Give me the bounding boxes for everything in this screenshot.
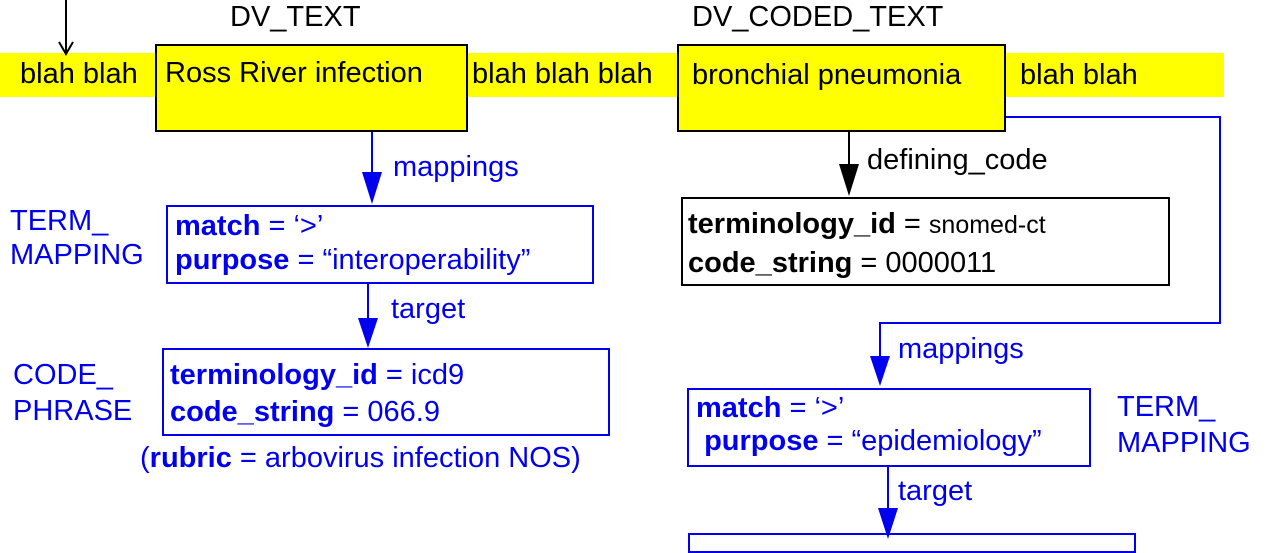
defining-terminology-eq: = (895, 208, 929, 240)
dv-text-value: Ross River infection (165, 57, 423, 89)
term-mapping-left-purpose-row: purpose = “interoperability” (175, 243, 530, 277)
defining-code-box (681, 197, 1170, 286)
target-right-box-partial (688, 533, 1136, 553)
term-mapping-left-box (166, 205, 594, 284)
defining-code-code-row: code_string = 0000011 (688, 244, 1046, 282)
rubric-value: = arbovirus infection NOS) (231, 442, 581, 474)
code-phrase-left-line-1: CODE_ (13, 359, 113, 391)
defining-terminology-id-value: snomed-ct (928, 211, 1046, 239)
code-string-value: = 066.9 (334, 396, 440, 428)
code-phrase-left-box (162, 348, 610, 436)
connector-arrows (58, 0, 1221, 539)
purpose-value: = “interoperability” (289, 244, 531, 276)
target-right-label: target (898, 475, 973, 507)
code-phrase-left-line-2: PHRASE (13, 395, 133, 427)
right-match-value: = ‘>’ (781, 392, 845, 424)
defining-code-string-value: = 0000011 (852, 247, 997, 279)
dv-coded-text-value: bronchial pneumonia (692, 59, 962, 91)
rubric-open: ( (140, 442, 150, 474)
dv-coded-text-type-label: DV_CODED_TEXT (692, 1, 944, 33)
term-mapping-right-line-1: TERM_ (1117, 391, 1216, 423)
mappings-left-label: mappings (393, 151, 519, 183)
term-mapping-left-label: TERM_ MAPPING (10, 204, 144, 272)
mappings-right-label: mappings (898, 333, 1024, 365)
match-key: match (175, 210, 261, 242)
term-mapping-right-content: match = ‘>’ purpose = “epidemiology” (696, 392, 1042, 458)
defining-terminology-id-key: terminology_id (688, 208, 896, 240)
code-string-key: code_string (170, 396, 335, 428)
purpose-key: purpose (175, 244, 290, 276)
dv-coded-text-box (677, 44, 1006, 132)
match-value: = ‘>’ (260, 210, 324, 242)
terminology-id-value: = icd9 (377, 359, 465, 391)
rubric-note: (rubric = arbovirus infection NOS) (140, 444, 581, 473)
target-right-arrowhead (878, 508, 898, 539)
mappings-left-arrowhead (362, 172, 382, 204)
right-purpose-value: = “epidemiology” (818, 425, 1042, 457)
term-mapping-right-purpose-row: purpose = “epidemiology” (696, 425, 1042, 458)
code-phrase-left-label: CODE_ PHRASE (13, 357, 132, 429)
term-mapping-right-line-2: MAPPING (1117, 427, 1251, 459)
narrative-segment-2: blah blah blah (472, 58, 653, 90)
rubric-key: rubric (149, 442, 232, 474)
term-mapping-left-line-1: TERM_ (10, 205, 109, 237)
narrative-segment-3: blah blah (1020, 59, 1138, 91)
term-mapping-left-line-2: MAPPING (10, 239, 144, 271)
code-phrase-left-terminology-row: terminology_id = icd9 (170, 357, 464, 394)
mappings-right-route (879, 116, 1221, 362)
term-mapping-right-box (687, 388, 1091, 467)
dv-text-type-label: DV_TEXT (230, 1, 361, 33)
terminology-id-key: terminology_id (170, 359, 378, 391)
defining-code-string-key: code_string (688, 247, 853, 279)
defining-code-arrowhead (839, 164, 859, 196)
right-match-key: match (696, 392, 782, 424)
target-left-arrowhead (358, 318, 378, 348)
term-mapping-right-label: TERM_ MAPPING (1117, 389, 1251, 461)
term-mapping-left-content: match = ‘>’ purpose = “interoperability” (175, 209, 530, 277)
right-purpose-key: purpose (704, 425, 819, 457)
target-left-label: target (391, 293, 466, 325)
term-mapping-right-match-row: match = ‘>’ (696, 392, 1042, 425)
defining-code-label: defining_code (867, 144, 1048, 176)
code-phrase-left-code-row: code_string = 066.9 (170, 394, 464, 431)
mappings-right-arrowhead (870, 356, 890, 386)
defining-code-content: terminology_id = snomed-ct code_string =… (688, 205, 1046, 282)
narrative-segment-1: blah blah (20, 58, 138, 90)
top-entry-arrowhead (58, 41, 74, 56)
code-phrase-left-content: terminology_id = icd9 code_string = 066.… (170, 357, 464, 431)
term-mapping-left-match-row: match = ‘>’ (175, 209, 530, 243)
dv-text-box (155, 44, 468, 132)
defining-code-terminology-row: terminology_id = snomed-ct (688, 205, 1046, 244)
